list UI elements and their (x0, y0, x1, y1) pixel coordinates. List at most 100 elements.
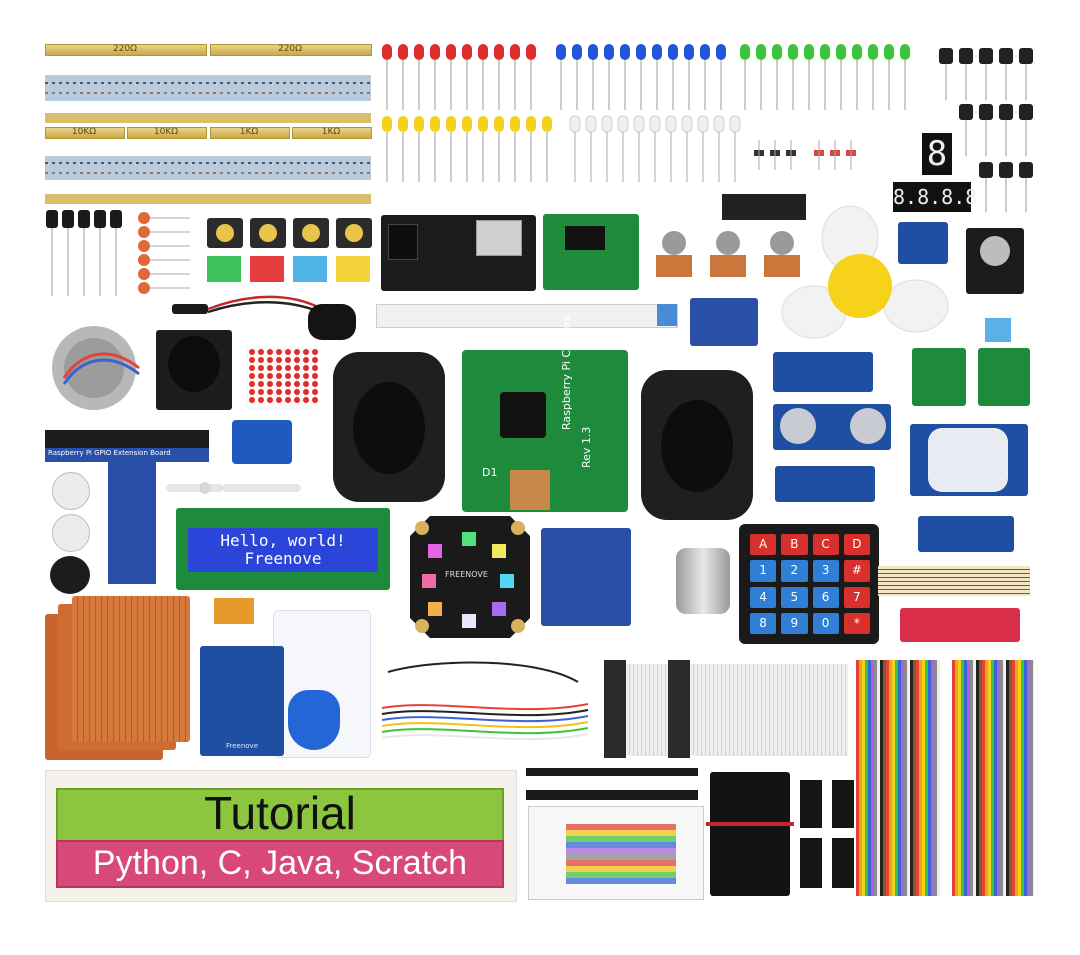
keypad-key[interactable]: D (843, 534, 870, 556)
resistor-label-10k-a: 10KΩ (71, 127, 97, 137)
resistor-bank-bottom (45, 156, 371, 204)
proto-board-front (72, 596, 190, 742)
resistor-strip-1k-b (292, 127, 372, 139)
dupont-wires-right (952, 660, 1034, 896)
resistor-label-1k-b: 1KΩ (321, 127, 341, 137)
adc-chip (565, 226, 605, 250)
keypad-grid: A B C D 1 2 3 # 4 5 6 7 8 9 0 * (750, 534, 870, 634)
camera-ribbon-cable (376, 304, 678, 328)
gpio-board-stem (108, 462, 156, 584)
lcd-line-2: Freenove (244, 549, 322, 568)
ultrasonic-eye-right (850, 408, 886, 444)
resistor-strip-1k-a (210, 127, 290, 139)
keypad-key[interactable]: * (843, 612, 870, 634)
keypad-ribbon (878, 566, 1030, 596)
gpio-ribbon-cable (610, 664, 848, 756)
rfid-capacitor (214, 598, 254, 624)
microphone-module (900, 608, 1020, 642)
resistor-strip-10k-a (45, 127, 125, 139)
fan-propeller (781, 205, 949, 339)
gpio-ribbon-connector-b (668, 660, 690, 758)
jumper-wires (381, 661, 589, 741)
resistor-label-220-b: 220Ω (277, 44, 303, 54)
transistors (939, 48, 1033, 212)
led-row-yellow (382, 116, 552, 182)
rfid-keyfob (288, 690, 340, 750)
keypad-key[interactable]: 0 (812, 612, 839, 634)
keypad-key[interactable]: 5 (781, 586, 808, 608)
gpio-board (45, 448, 209, 462)
relay-module-b (978, 348, 1030, 406)
keypad-key[interactable]: 3 (812, 560, 839, 582)
keypad-key[interactable]: 8 (750, 612, 777, 634)
battery-clip (172, 295, 356, 340)
resistor-color-card-bands (566, 824, 676, 884)
keypad-key[interactable]: # (843, 560, 870, 582)
camera-label: Raspberry Pi Camera (560, 314, 573, 430)
keypad-key[interactable]: 7 (843, 586, 870, 608)
resistor-label-220-a: 220Ω (112, 44, 138, 54)
push-buttons (207, 218, 372, 282)
rgb-led-module-brand: FREENOVE (445, 570, 488, 579)
battery-holder (710, 772, 790, 896)
stepper-motor (52, 326, 140, 410)
small-capacitors (138, 212, 190, 294)
led-row-green (740, 44, 910, 110)
tutorial-title: Tutorial (204, 787, 356, 839)
tutorial-languages: Python, C, Java, Scratch (92, 844, 468, 882)
gpio-header (45, 430, 209, 448)
dht-sensor (985, 318, 1011, 342)
resistor-label-10k-b: 10KΩ (153, 127, 179, 137)
keypad-key[interactable]: 1 (750, 560, 777, 582)
rfid-reader-brand: Freenove (225, 742, 259, 750)
pin-header-strip-b (526, 790, 698, 800)
resistor-label-1k-a: 1KΩ (239, 127, 259, 137)
speaker-right-cone (661, 400, 733, 492)
rotary-encoder-knob (980, 236, 1010, 266)
dc-motor (676, 548, 730, 614)
resistor-strip-220-a (45, 44, 207, 56)
pir-dome (928, 428, 1008, 492)
keypad-key[interactable]: C (812, 534, 839, 556)
camera-ribbon-connector (510, 470, 550, 510)
led-row-white (569, 115, 741, 182)
led-row-blue (556, 44, 726, 110)
ic-chip-2 (832, 780, 854, 828)
diodes (754, 140, 856, 170)
lcd-screen (188, 528, 378, 572)
seven-segment-quad: 8.8.8.8 (893, 182, 977, 212)
resistor-strip-220-b (210, 44, 372, 56)
led-bar-graph (722, 194, 806, 220)
ir-receiver-module (918, 516, 1014, 552)
seven-segment-single: 8 (922, 133, 952, 175)
keypad-key[interactable]: 2 (781, 560, 808, 582)
keypad-key[interactable]: 9 (781, 612, 808, 634)
pressure-sensor-module (541, 528, 631, 626)
camera-lens (500, 392, 546, 438)
servo-horns (166, 482, 301, 494)
joystick-knob (168, 336, 220, 392)
buzzer-2 (52, 514, 90, 552)
tutorial-languages-banner (56, 840, 504, 888)
led-dot-matrix (246, 346, 318, 410)
resistor-strip-10k-b (127, 127, 207, 139)
ir-module (773, 352, 873, 392)
dupont-wires-left (856, 660, 940, 896)
ultrasonic-eye-left (780, 408, 816, 444)
speaker-left-cone (353, 382, 425, 474)
keypad-key[interactable]: 4 (750, 586, 777, 608)
ic-chip-4 (832, 838, 854, 888)
camera-d1: D1 (482, 466, 498, 479)
accelerometer-module (690, 298, 758, 346)
lcd-line-1: Hello, world! (220, 531, 346, 550)
buzzer-1 (52, 472, 90, 510)
keypad-key[interactable]: 6 (812, 586, 839, 608)
buzzer-3 (50, 556, 90, 594)
keypad-key[interactable]: B (781, 534, 808, 556)
pin-header-strip-a (526, 768, 698, 776)
keypad-key[interactable]: A (750, 534, 777, 556)
resistor-bank-top (45, 75, 371, 123)
servo-motor (232, 420, 292, 464)
rgb-led-module (410, 516, 530, 638)
camera-rev: Rev 1.3 (580, 426, 593, 468)
